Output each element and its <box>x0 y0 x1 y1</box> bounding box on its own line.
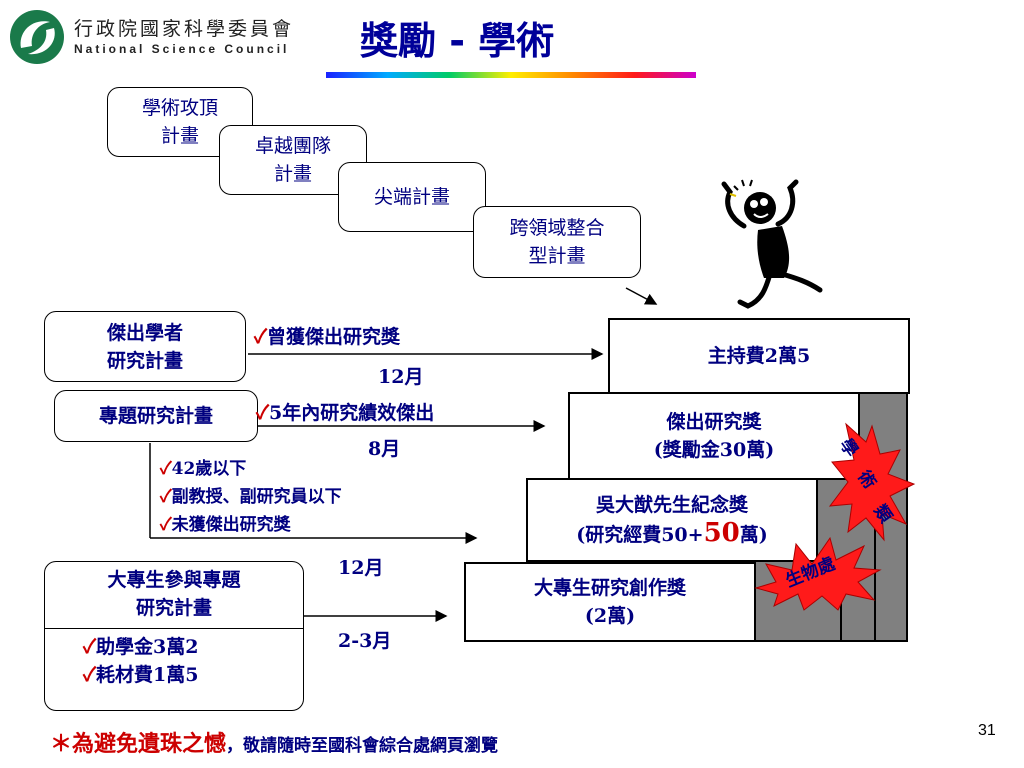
step-undergrad-award-line2: (2萬) <box>584 605 636 627</box>
undergrad-box: 大專生參與專題 研究計畫 ✓助學金3萬2 ✓耗材費1萬5 <box>44 561 304 711</box>
step-wu-award: 吳大猷先生紀念獎 (研究經費50+50萬) <box>526 478 818 562</box>
plan-box-1: 學術攻頂 計畫 <box>107 87 253 157</box>
step-host-fee-text: 主持費2萬5 <box>707 345 811 367</box>
footer-rest-text: ，敬請隨時至國科會綜合處網頁瀏覽 <box>226 736 499 756</box>
condition-3-item-3-text: 未獲傑出研究獎 <box>171 515 291 535</box>
step-wu-award-line2: (研究經費50+50萬) <box>576 519 768 549</box>
undergrad-item-2-text: 耗材費1萬5 <box>95 664 199 686</box>
plan-4-line2: 型計畫 <box>528 245 586 267</box>
step-wu-award-line2-post: 萬) <box>739 524 768 546</box>
plan-2-line1: 卓越團隊 <box>254 135 331 157</box>
org-name-en: National Science Council <box>74 42 290 56</box>
condition-3-month: 12月 <box>338 557 384 579</box>
step-wu-award-big: 50 <box>703 518 740 548</box>
project-box: 專題研究計畫 <box>54 390 258 442</box>
check-icon: ✓ <box>83 664 96 686</box>
step-research-award-line2: (獎勵金30萬) <box>653 439 775 461</box>
plan-2-line2: 計畫 <box>273 163 312 185</box>
condition-1: ✓曾獲傑出研究獎 <box>254 322 400 349</box>
title-underline <box>326 72 696 78</box>
plan-box-3: 尖端計畫 <box>338 162 486 232</box>
condition-3-item-1-text: 42歲以下 <box>171 459 247 479</box>
condition-1-month: 12月 <box>378 366 424 388</box>
check-icon: ✓ <box>160 459 172 479</box>
plan-1-line1: 學術攻頂 <box>141 97 218 119</box>
check-icon: ✓ <box>83 636 96 658</box>
condition-4-month: 2-3月 <box>338 630 392 652</box>
project-label: 專題研究計畫 <box>98 405 213 427</box>
starburst-academic-icon <box>828 422 916 542</box>
check-icon: ✓ <box>160 487 172 507</box>
page-title: 獎勵 - 學術 <box>360 19 555 63</box>
footer-star: ＊ <box>50 731 73 757</box>
undergrad-item-1-text: 助學金3萬2 <box>95 636 199 658</box>
condition-1-text: 曾獲傑出研究獎 <box>266 326 400 348</box>
step-wu-award-line1: 吳大猷先生紀念獎 <box>595 494 748 516</box>
condition-3-item-2: ✓副教授、副研究員以下 <box>160 482 342 507</box>
plan-box-4: 跨領域整合 型計畫 <box>473 206 641 278</box>
step-wu-award-line2-pre: (研究經費50+ <box>576 524 704 546</box>
outstanding-scholar-box: 傑出學者 研究計畫 <box>44 311 246 382</box>
plan-1-line2: 計畫 <box>160 125 199 147</box>
arrow-pointer <box>625 287 658 305</box>
footer-red-text: 為避免遺珠之憾 <box>72 731 227 757</box>
step-undergrad-award: 大專生研究創作獎 (2萬) <box>464 562 756 642</box>
undergrad-item-2: ✓耗材費1萬5 <box>45 661 303 689</box>
step-host-fee: 主持費2萬5 <box>608 318 910 394</box>
undergrad-line2: 研究計畫 <box>135 597 212 619</box>
step-research-award: 傑出研究獎 (獎勵金30萬) <box>568 392 860 480</box>
step-research-award-line1: 傑出研究獎 <box>666 411 762 433</box>
starburst-bio-icon <box>754 536 882 611</box>
org-name-cn: 行政院國家科學委員會 <box>74 18 295 40</box>
condition-3-item-2-text: 副教授、副研究員以下 <box>171 487 342 507</box>
check-icon: ✓ <box>254 326 267 348</box>
condition-2-text: 5年內研究績效傑出 <box>268 402 435 424</box>
nsc-logo-icon <box>10 10 64 64</box>
logo <box>8 8 66 66</box>
plan-3-line1: 尖端計畫 <box>373 186 450 208</box>
page-number: 31 <box>978 722 996 739</box>
undergrad-divider <box>45 628 303 629</box>
plan-4-line1: 跨領域整合 <box>509 217 605 239</box>
check-icon: ✓ <box>160 515 172 535</box>
cheering-figure-icon <box>721 179 823 309</box>
check-icon: ✓ <box>256 402 269 424</box>
outstanding-scholar-line1: 傑出學者 <box>106 321 183 344</box>
footer-note: ＊為避免遺珠之憾，敬請隨時至國科會綜合處網頁瀏覽 <box>50 726 498 758</box>
condition-3-item-3: ✓未獲傑出研究獎 <box>160 510 291 535</box>
undergrad-line1: 大專生參與專題 <box>107 569 241 591</box>
condition-2: ✓5年內研究績效傑出 <box>256 398 434 425</box>
undergrad-item-1: ✓助學金3萬2 <box>45 633 303 661</box>
step-undergrad-award-line1: 大專生研究創作獎 <box>533 577 686 599</box>
condition-3-item-1: ✓42歲以下 <box>160 454 246 479</box>
outstanding-scholar-line2: 研究計畫 <box>106 349 183 372</box>
condition-2-month: 8月 <box>368 438 401 460</box>
